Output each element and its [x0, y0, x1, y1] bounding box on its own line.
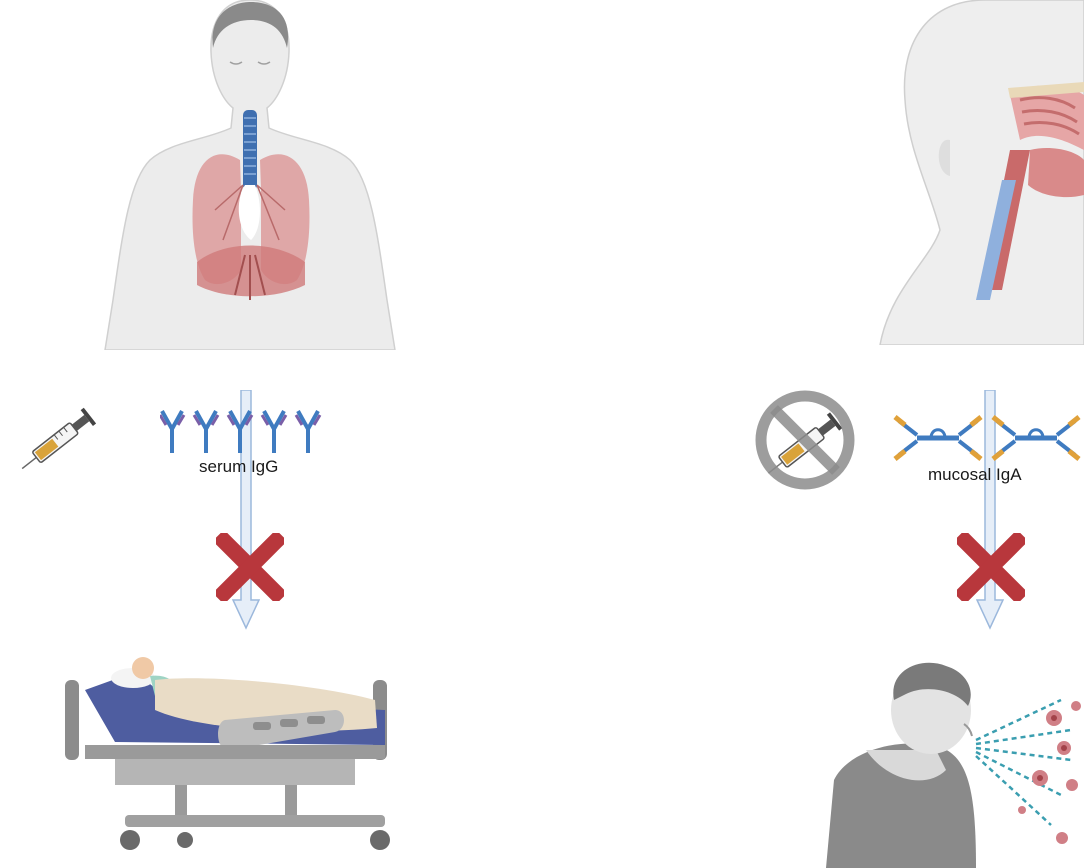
serum-igg-label: serum IgG — [199, 457, 278, 477]
coughing-person-virus-illustration — [826, 660, 1084, 868]
head-nasal-airway-illustration — [870, 0, 1084, 345]
no-injection-icon — [752, 385, 862, 495]
igg-antibody-icon — [160, 405, 340, 457]
iga-dimer-icon — [893, 415, 1083, 465]
mucosal-iga-label: mucosal IgA — [928, 465, 1022, 485]
torso-lungs-illustration — [95, 0, 405, 350]
syringe-icon — [10, 398, 110, 480]
block-x-icon-left — [216, 533, 284, 601]
hospital-bed-patient-illustration — [55, 650, 415, 860]
block-x-icon-right — [957, 533, 1025, 601]
